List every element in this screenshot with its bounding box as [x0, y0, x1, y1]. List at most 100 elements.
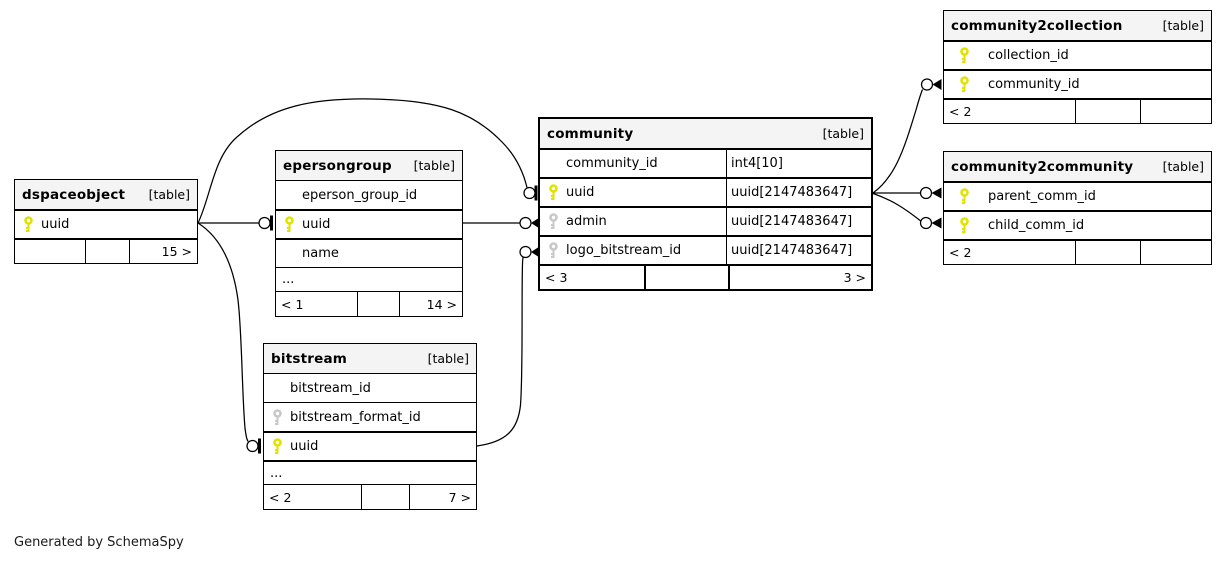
column-type: uuid[2147483647]: [726, 179, 871, 206]
column-row-community_id: community_id int4[10]: [540, 148, 871, 177]
table-header[interactable]: epersongroup [table]: [276, 151, 462, 180]
table-header[interactable]: community2community [table]: [944, 152, 1211, 181]
relationship-community-community2community-child: [872, 192, 942, 230]
foreign-key-icon: [549, 213, 558, 229]
column-name: uuid: [566, 185, 595, 200]
table-community2collection[interactable]: community2collection [table] collection_…: [943, 10, 1212, 124]
column-row-eperson_group_id: eperson_group_id: [276, 180, 462, 209]
primary-key-icon: [24, 216, 33, 232]
column-name: logo_bitstream_id: [566, 243, 682, 258]
column-name: admin: [566, 214, 607, 229]
column-row-uuid: uuid: [264, 431, 476, 460]
table-tag: [table]: [1162, 18, 1204, 33]
footer-spacer: [357, 292, 399, 316]
column-name: bitstream_id: [290, 380, 371, 396]
relationship-community-community2community-parent: [873, 186, 942, 200]
column-row-bitstream_id: bitstream_id: [264, 373, 476, 402]
column-type: uuid[2147483647]: [726, 237, 871, 264]
table-title: dspaceobject: [22, 186, 126, 203]
footer-children-count: 7 >: [409, 485, 476, 509]
table-community2community[interactable]: community2community [table] parent_comm_…: [943, 151, 1212, 265]
footer-spacer: [1075, 241, 1140, 264]
column-name: community_id: [566, 156, 658, 171]
primary-key-icon: [960, 47, 969, 63]
footer-spacer: [85, 240, 129, 263]
column-name: uuid: [302, 217, 331, 232]
table-title: community2community: [951, 158, 1134, 175]
relationship-bitstream-community: [476, 245, 540, 447]
column-name: uuid: [290, 439, 319, 454]
column-name: bitstream_format_id: [290, 409, 421, 425]
table-title: community2collection: [951, 17, 1123, 34]
footer-parents-count: < 3: [545, 270, 568, 285]
table-tag: [table]: [148, 187, 190, 202]
columns-ellipsis-row: ...: [264, 460, 476, 484]
column-type: int4[10]: [726, 150, 871, 177]
column-name: eperson_group_id: [302, 187, 418, 203]
footer-spacer: [361, 485, 409, 509]
table-tag: [table]: [1162, 159, 1204, 174]
table-footer: 15 >: [15, 238, 197, 263]
column-row-child_comm_id: child_comm_id: [944, 210, 1211, 239]
footer-parents-count: < 2: [269, 489, 292, 505]
ellipsis-text: ...: [270, 465, 283, 481]
table-footer: < 2: [944, 98, 1211, 123]
relationship-dspaceobject-bitstream: [197, 222, 261, 454]
column-row-uuid: uuid uuid[2147483647]: [540, 177, 871, 206]
footer-children-count: [1140, 100, 1211, 123]
primary-key-icon: [960, 217, 969, 233]
column-row-parent_comm_id: parent_comm_id: [944, 181, 1211, 210]
column-row-name: name: [276, 238, 462, 267]
table-dspaceobject[interactable]: dspaceobject [table] uuid 15 >: [14, 179, 198, 264]
footer-parents-count: [15, 240, 85, 263]
column-name: child_comm_id: [988, 218, 1085, 233]
footer-children-count: 15 >: [129, 240, 197, 263]
columns-ellipsis-row: ...: [276, 267, 462, 291]
footer-parents-count: < 2: [949, 104, 972, 119]
column-row-admin: admin uuid[2147483647]: [540, 206, 871, 235]
table-tag: [table]: [427, 351, 469, 366]
column-row-uuid: uuid: [15, 209, 197, 238]
table-community[interactable]: community [table] community_id int4[10] …: [538, 117, 873, 291]
footer-children-count: [1140, 241, 1211, 264]
column-row-bitstream_format_id: bitstream_format_id: [264, 402, 476, 431]
foreign-key-icon: [549, 242, 558, 258]
table-footer: < 2 7 >: [264, 484, 476, 509]
ellipsis-text: ...: [282, 272, 295, 287]
table-epersongroup[interactable]: epersongroup [table] eperson_group_id uu…: [275, 150, 463, 317]
column-name: parent_comm_id: [988, 189, 1096, 204]
relationship-dspaceobject-epersongroup: [198, 215, 273, 231]
relationship-epersongroup-community: [463, 216, 540, 230]
primary-key-icon: [285, 216, 294, 232]
column-name: community_id: [988, 77, 1080, 92]
footer-children-count: 3 >: [728, 266, 871, 289]
table-header[interactable]: community [table]: [540, 119, 871, 148]
footer-parents-count: < 2: [949, 245, 972, 260]
foreign-key-icon: [273, 408, 282, 425]
primary-key-icon: [960, 76, 969, 92]
footer-spacer: [1075, 100, 1140, 123]
table-title: community: [547, 125, 634, 142]
footer-spacer: [644, 266, 728, 289]
table-tag: [table]: [413, 158, 455, 173]
column-name: collection_id: [988, 48, 1069, 63]
table-header[interactable]: bitstream [table]: [264, 344, 476, 373]
table-header[interactable]: dspaceobject [table]: [15, 180, 197, 209]
schemaspy-credit: Generated by SchemaSpy: [14, 535, 184, 550]
column-name: uuid: [41, 217, 70, 232]
column-type: uuid[2147483647]: [726, 208, 871, 235]
column-row-community_id: community_id: [944, 69, 1211, 98]
table-tag: [table]: [822, 126, 864, 141]
primary-key-icon: [273, 438, 282, 454]
column-name: name: [302, 246, 339, 261]
table-footer: < 1 14 >: [276, 291, 462, 316]
table-header[interactable]: community2collection [table]: [944, 11, 1211, 40]
table-bitstream[interactable]: bitstream [table] bitstream_id bitstream…: [263, 343, 477, 510]
column-row-collection_id: collection_id: [944, 40, 1211, 69]
relationship-community-community2collection: [872, 78, 942, 194]
primary-key-icon: [549, 184, 558, 200]
footer-children-count: 14 >: [399, 292, 462, 316]
table-footer: < 2: [944, 239, 1211, 264]
primary-key-icon: [960, 188, 969, 204]
